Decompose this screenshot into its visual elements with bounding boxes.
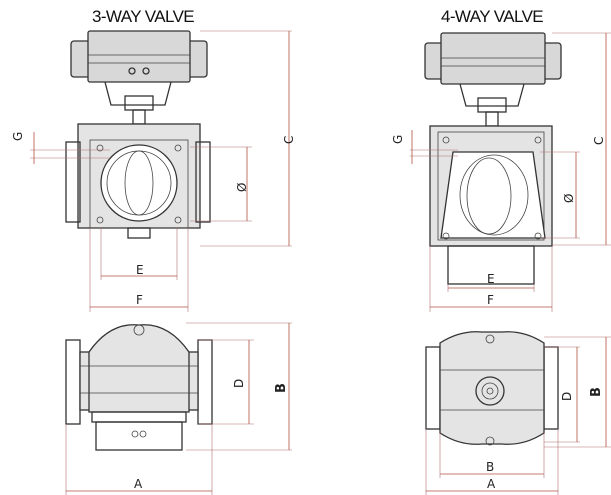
actuator-port-icon-left — [128, 67, 136, 75]
dim-label-f-4way: F — [487, 293, 494, 307]
dimension-lines-4way-bottom — [425, 336, 611, 495]
dimension-lines-3way-front — [30, 30, 292, 312]
dim-label-b-bottom-4way: B — [486, 460, 494, 474]
dim-label-d-3way: D — [232, 379, 246, 388]
dim-label-f-3way: F — [136, 293, 143, 307]
bore-opening — [100, 144, 178, 222]
dim-label-b-side-4way: B — [589, 387, 604, 397]
actuator-port-icon-right — [142, 67, 150, 75]
dim-label-g-4way: G — [391, 135, 405, 144]
title-4-way-valve: 4-WAY VALVE — [441, 7, 543, 26]
dim-label-a-3way: A — [134, 477, 143, 491]
title-3-way-valve: 3-WAY VALVE — [92, 7, 194, 26]
dim-label-a-4way: A — [487, 477, 496, 491]
dim-label-e-4way: E — [487, 272, 495, 286]
center-port-icon — [475, 376, 505, 406]
dim-label-b-3way: B — [274, 383, 289, 393]
dim-label-phi-3way: Ø — [235, 183, 249, 192]
bore-opening-4way — [440, 151, 546, 239]
dim-label-phi-4way: Ø — [562, 194, 576, 203]
dim-label-d-4way: D — [560, 392, 574, 401]
valve-body-3way-bottom — [65, 324, 213, 451]
dim-label-e-3way: E — [136, 263, 144, 277]
actuator-4way — [424, 32, 562, 127]
dim-label-c-4way: C — [592, 137, 606, 145]
flange-left — [65, 141, 81, 223]
actuator-3way — [70, 30, 208, 125]
valve-body-4way-bottom — [425, 331, 559, 446]
valve-body-3way-front — [65, 123, 211, 239]
dimension-lines-4way-front — [410, 32, 611, 312]
dim-label-g-3way: G — [11, 132, 25, 141]
flange-right — [195, 141, 211, 223]
dim-label-c-3way: C — [282, 136, 296, 144]
dimension-lines-3way-bottom — [65, 322, 292, 495]
